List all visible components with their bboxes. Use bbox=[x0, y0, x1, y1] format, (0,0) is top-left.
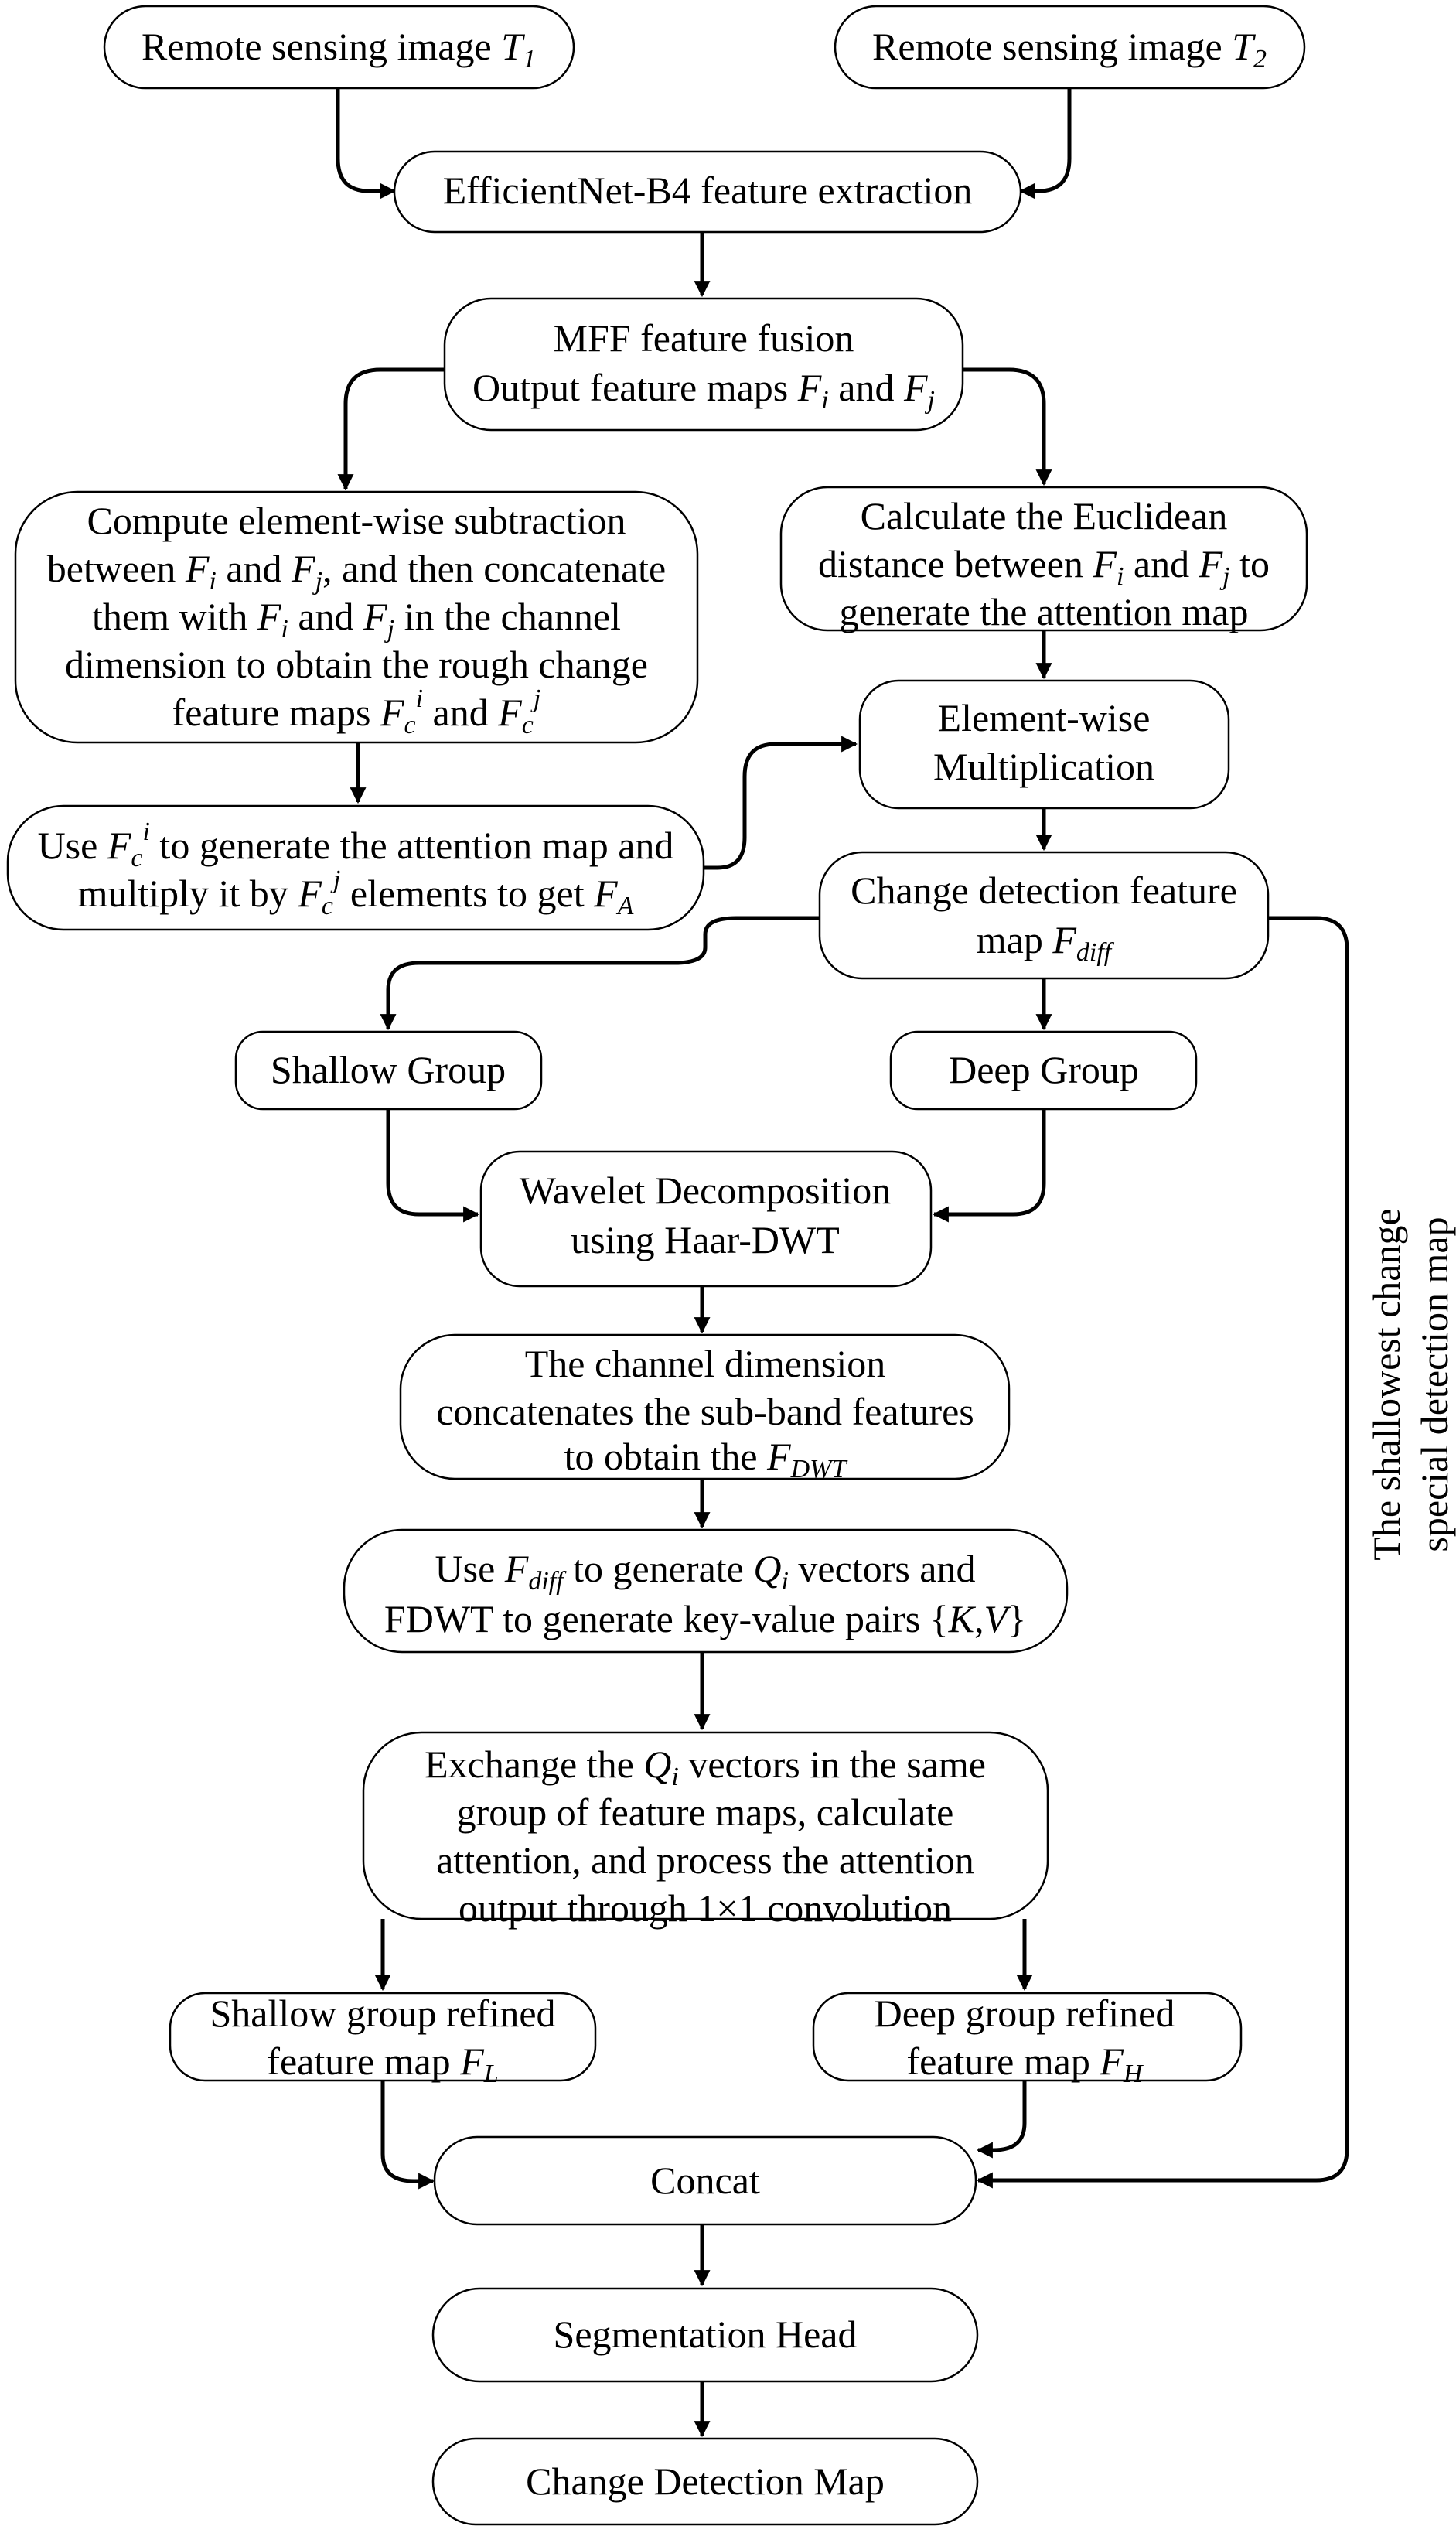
connectors bbox=[336, 88, 1349, 2438]
t2-symbol: T bbox=[1232, 25, 1256, 68]
wavelet-line1: Wavelet Decomposition bbox=[520, 1169, 892, 1212]
node-remote-image-t1: Remote sensing image T1 bbox=[103, 5, 575, 90]
query-line2: FDWT to generate key-value pairs {K,V} bbox=[384, 1597, 1026, 1640]
arrow-change-map-to-concat-side bbox=[976, 916, 1349, 2189]
exchange-line1: Exchange the Qi vectors in the same bbox=[425, 1743, 986, 1791]
mff-label-line1: MFF feature fusion bbox=[554, 316, 854, 360]
query-line1: Use Fdiff to generate Qi vectors and bbox=[435, 1547, 976, 1596]
euclidean-line3: generate the attention map bbox=[840, 590, 1249, 633]
arrow-shallow-refined-to-concat bbox=[380, 2081, 435, 2190]
shallow-refined-line1: Shallow group refined bbox=[210, 1992, 555, 2035]
efficientnet-label: EfficientNet-B4 feature extraction bbox=[443, 169, 973, 212]
node-mff-fusion: MFF feature fusion Output feature maps F… bbox=[443, 297, 964, 432]
channel-line3: to obtain the FDWT bbox=[564, 1435, 848, 1483]
arrow-change-map-to-shallow bbox=[380, 916, 820, 1031]
node-euclidean-distance: Calculate the Euclidean distance between… bbox=[779, 486, 1308, 633]
node-channel-concat: The channel dimension concatenates the s… bbox=[399, 1333, 1011, 1483]
shallow-refined-line2: feature map FL bbox=[267, 2040, 498, 2088]
t2-label: Remote sensing image bbox=[872, 25, 1232, 68]
wavelet-line2: using Haar-DWT bbox=[571, 1218, 840, 1261]
node-deep-refined: Deep group refined feature map FH bbox=[812, 1992, 1243, 2088]
arrow-use-fc-to-multiply bbox=[704, 736, 858, 870]
side-label-line1: The shallowest change bbox=[1365, 1208, 1408, 1560]
channel-line2: concatenates the sub-band features bbox=[436, 1390, 974, 1433]
exchange-line4: output through 1×1 convolution bbox=[459, 1886, 952, 1930]
shallow-group-label: Shallow Group bbox=[271, 1048, 506, 1091]
change-map-line1: Change detection feature bbox=[851, 869, 1237, 912]
node-use-fc-attention: Use Fci to generate the attention map an… bbox=[6, 804, 705, 931]
node-shallow-group: Shallow Group bbox=[234, 1030, 543, 1111]
node-query-vectors: Use Fdiff to generate Qi vectors and FDW… bbox=[343, 1528, 1069, 1654]
subtraction-line5: feature maps Fci and Fcj bbox=[172, 684, 541, 739]
node-exchange-attention: Exchange the Qi vectors in the same grou… bbox=[362, 1731, 1049, 1930]
node-shallow-refined: Shallow group refined feature map FL bbox=[169, 1992, 597, 2088]
use-fc-line1: Use Fci to generate the attention map an… bbox=[38, 818, 674, 872]
multiplication-line2: Multiplication bbox=[933, 745, 1154, 788]
arrow-t2-to-effnet bbox=[1018, 88, 1072, 200]
node-efficientnet: EfficientNet-B4 feature extraction bbox=[393, 150, 1022, 234]
output-label: Change Detection Map bbox=[526, 2459, 885, 2503]
t2-subscript: 2 bbox=[1253, 45, 1267, 73]
euclidean-line1: Calculate the Euclidean bbox=[861, 494, 1228, 538]
subtraction-line2: between Fi and Fj, and then concatenate bbox=[47, 547, 667, 596]
node-remote-image-t2: Remote sensing image T2 bbox=[834, 5, 1306, 90]
concat-label: Concat bbox=[650, 2159, 760, 2202]
segmentation-label: Segmentation Head bbox=[554, 2313, 858, 2356]
exchange-line2: group of feature maps, calculate bbox=[457, 1790, 954, 1834]
deep-refined-line1: Deep group refined bbox=[875, 1992, 1175, 2035]
subtraction-line1: Compute element-wise subtraction bbox=[87, 499, 626, 542]
exchange-line3: attention, and process the attention bbox=[436, 1838, 974, 1882]
t1-symbol: T bbox=[501, 25, 525, 68]
arrow-mff-to-euclidean bbox=[963, 367, 1052, 486]
svg-text:Output feature maps Fi and Fj: Output feature maps Fi and Fj bbox=[472, 366, 935, 415]
node-change-detection-map: Change Detection Map bbox=[431, 2437, 979, 2526]
node-change-detection-feature-map: Change detection feature map Fdiff bbox=[818, 851, 1270, 980]
arrow-deep-refined-to-concat bbox=[976, 2081, 1027, 2159]
node-wavelet-decomposition: Wavelet Decomposition using Haar-DWT bbox=[479, 1150, 933, 1288]
node-element-wise-subtraction: Compute element-wise subtraction between… bbox=[14, 490, 699, 744]
deep-refined-line2: feature map FH bbox=[907, 2040, 1144, 2088]
arrow-mff-to-subtraction bbox=[337, 367, 445, 491]
arrow-shallow-to-wavelet bbox=[386, 1109, 480, 1223]
use-fc-line2: multiply it by Fcj elements to get FA bbox=[78, 865, 634, 920]
node-element-wise-multiplication: Element-wise Multiplication bbox=[858, 679, 1230, 810]
channel-line1: The channel dimension bbox=[525, 1342, 886, 1385]
side-label-line2: special detection map bbox=[1413, 1217, 1456, 1551]
euclidean-line2: distance between Fi and Fj to bbox=[818, 542, 1270, 591]
side-label: The shallowest change special detection … bbox=[1365, 1208, 1456, 1560]
t1-subscript: 1 bbox=[523, 45, 536, 73]
node-segmentation-head: Segmentation Head bbox=[431, 2287, 979, 2383]
subtraction-line4: dimension to obtain the rough change bbox=[65, 643, 648, 686]
svg-text:Remote sensing image T2: Remote sensing image T2 bbox=[872, 25, 1267, 73]
t1-label: Remote sensing image bbox=[142, 25, 501, 68]
mff-label-line2: Output feature maps bbox=[472, 366, 798, 409]
multiplication-line1: Element-wise bbox=[938, 696, 1151, 739]
node-deep-group: Deep Group bbox=[889, 1030, 1198, 1111]
arrow-t1-to-effnet bbox=[336, 88, 397, 200]
node-concat: Concat bbox=[433, 2135, 977, 2226]
svg-text:Remote sensing image T1: Remote sensing image T1 bbox=[142, 25, 536, 73]
deep-group-label: Deep Group bbox=[949, 1048, 1139, 1091]
arrow-deep-to-wavelet bbox=[932, 1109, 1046, 1223]
subtraction-line3: them with Fi and Fj in the channel bbox=[92, 595, 621, 643]
change-map-line2: map Fdiff bbox=[977, 918, 1115, 967]
